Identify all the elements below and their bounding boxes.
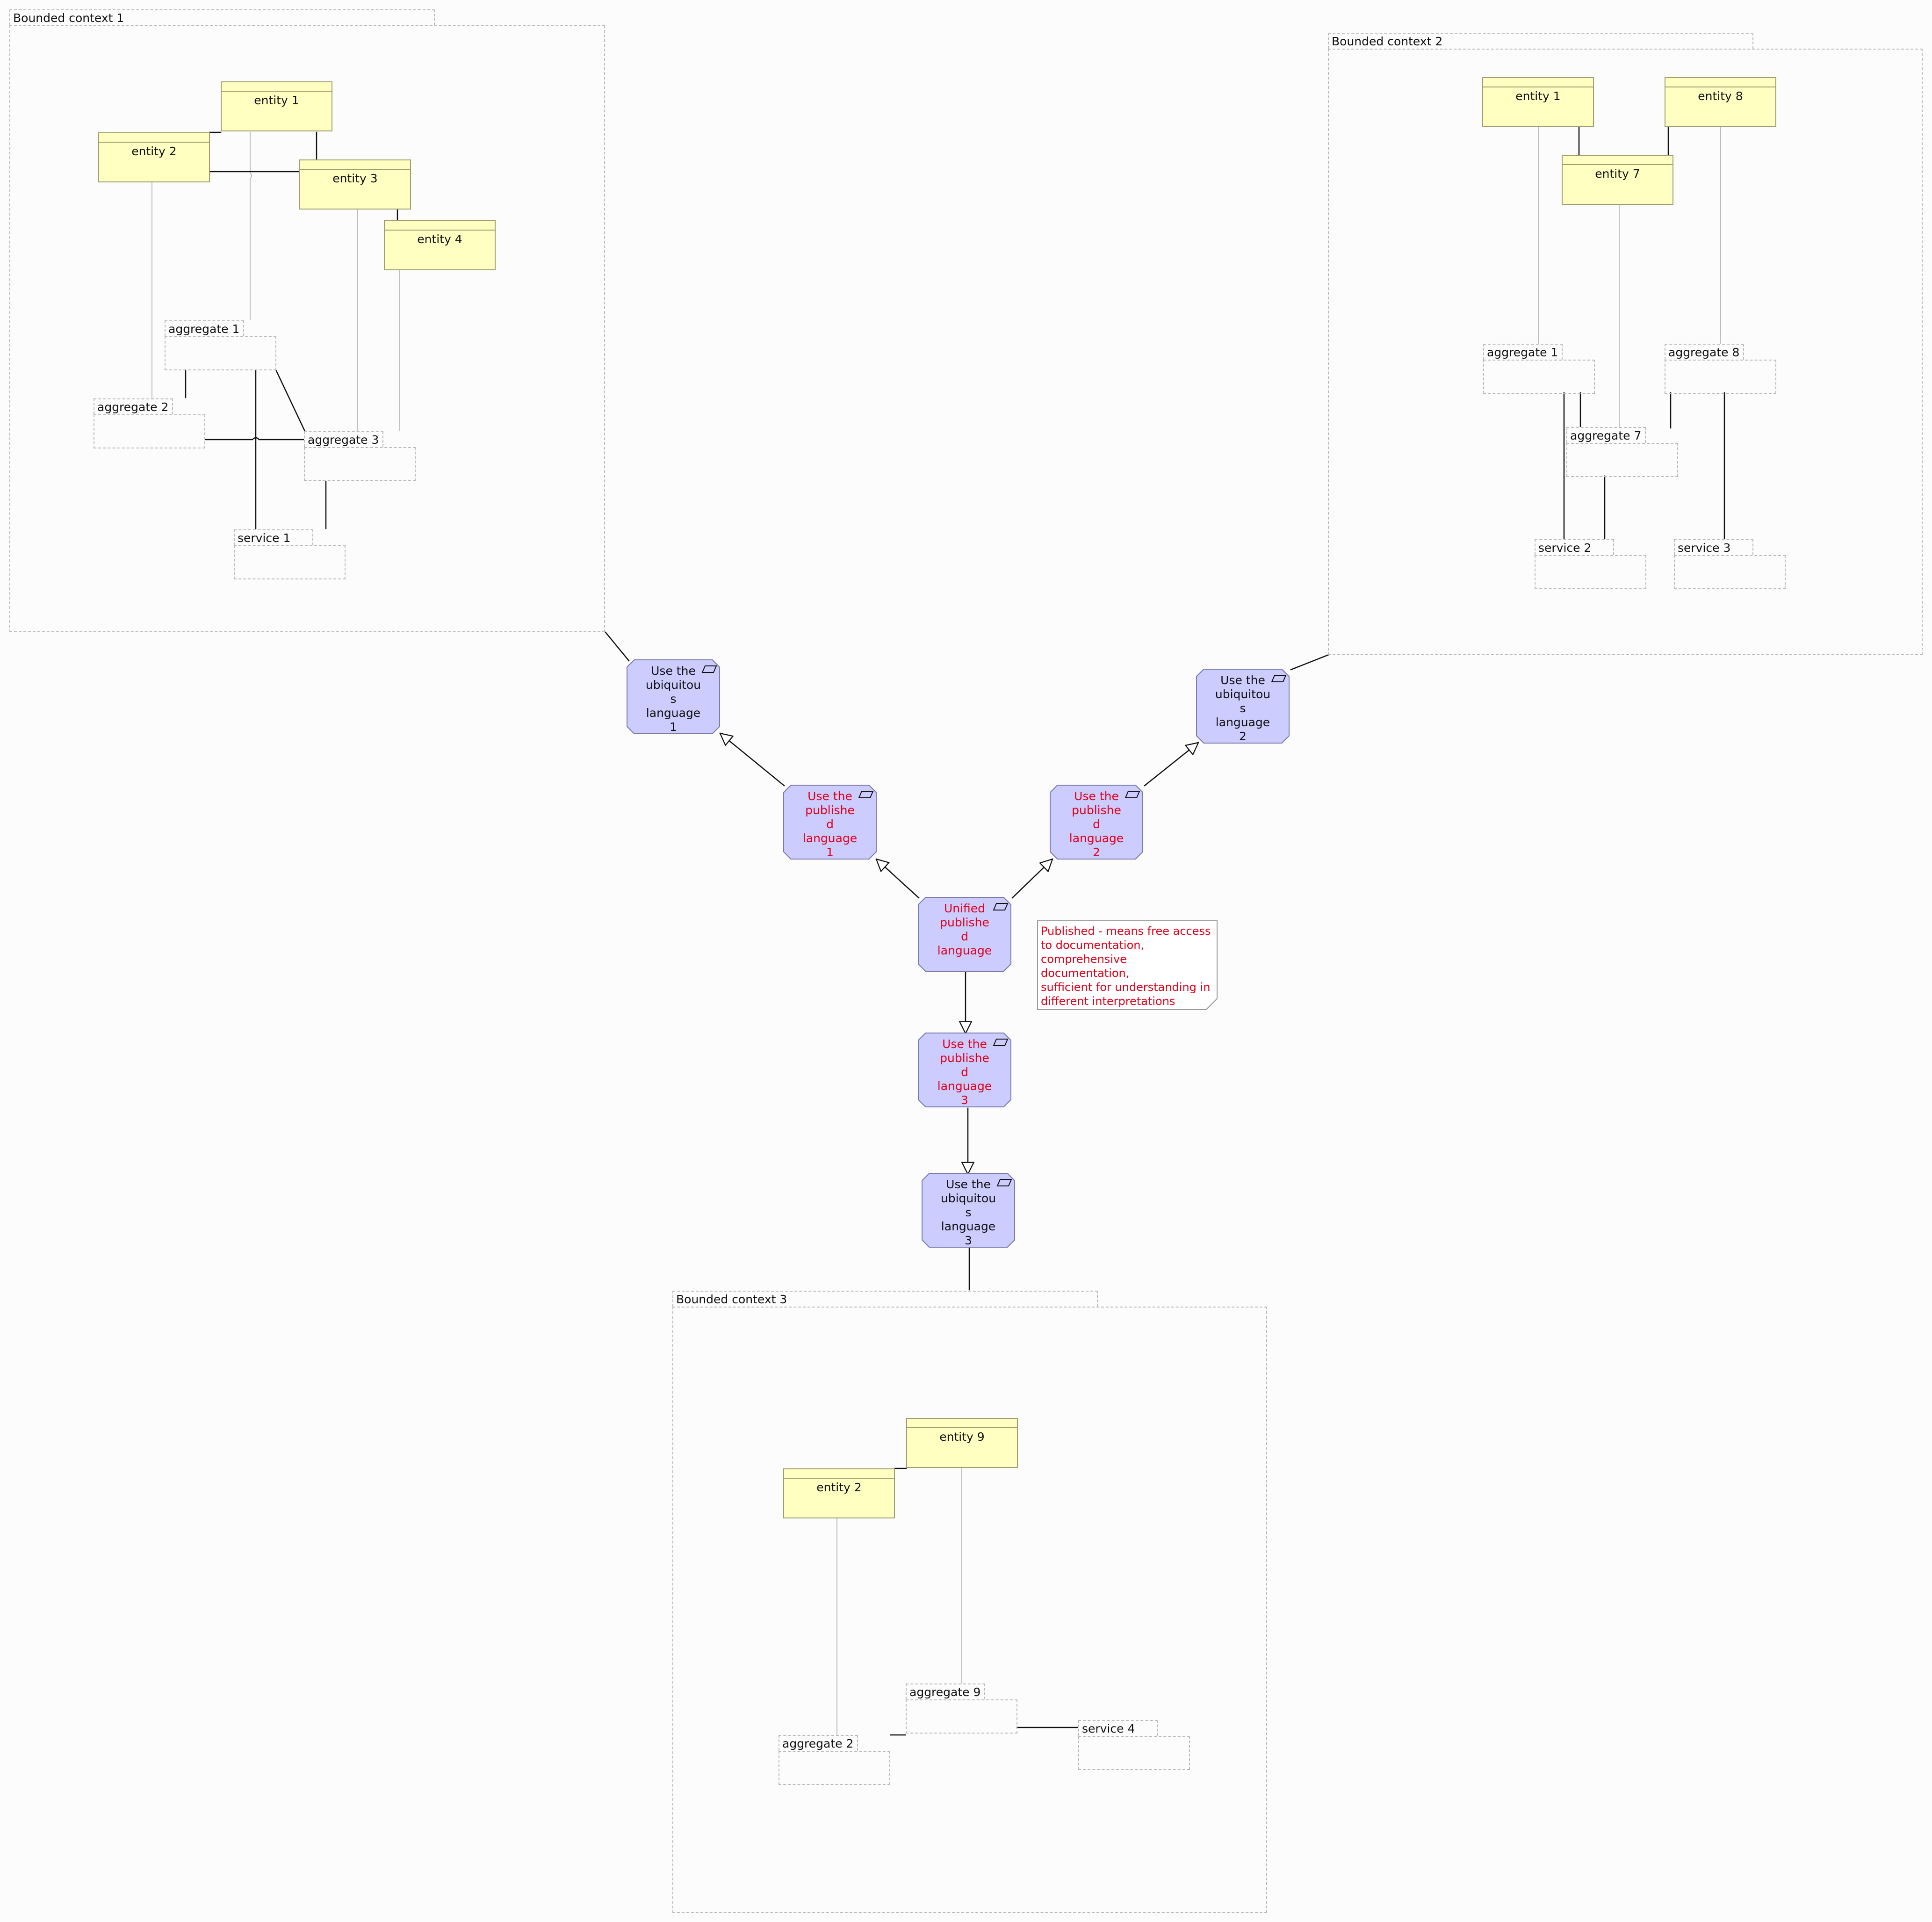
bc2-aggregate-1-tab: aggregate 1 — [1483, 344, 1563, 360]
published-language-1-node[interactable]: Use the publishe d language 1 — [783, 785, 877, 860]
entity-label: entity 8 — [1698, 89, 1743, 103]
bc1-entity-1[interactable]: entity 1 — [221, 81, 332, 131]
bc1-entity-3[interactable]: entity 3 — [299, 159, 411, 210]
bc1-service-1[interactable] — [234, 545, 346, 579]
bc3-aggregate-2-tab: aggregate 2 — [779, 1735, 858, 1751]
group-label: service 4 — [1082, 1722, 1135, 1735]
bc2-entity-8[interactable]: entity 8 — [1665, 77, 1776, 127]
context-boundary-1 — [9, 25, 605, 632]
group-label: aggregate 2 — [97, 400, 169, 414]
bc2-aggregate-7[interactable] — [1566, 443, 1678, 477]
bc2-aggregate-1[interactable] — [1483, 360, 1595, 394]
context-boundary-2 — [1328, 49, 1923, 655]
bc3-entity-2[interactable]: entity 2 — [783, 1468, 895, 1518]
context-boundary-3 — [672, 1307, 1267, 1913]
bc2-aggregate-7-tab: aggregate 7 — [1566, 427, 1646, 443]
bc2-entity-1[interactable]: entity 1 — [1482, 77, 1594, 127]
group-label: service 1 — [238, 531, 291, 545]
group-label: aggregate 3 — [308, 433, 379, 447]
node-label: Use the publishe d language 1 — [802, 789, 858, 859]
entity-label: entity 1 — [1515, 89, 1561, 103]
bc1-aggregate-1-tab: aggregate 1 — [165, 320, 244, 336]
bc2-entity-7[interactable]: entity 7 — [1562, 155, 1673, 205]
node-label: Unified publishe d language — [937, 902, 992, 957]
parallelogram-icon — [1125, 791, 1140, 798]
bc3-aggregate-2[interactable] — [779, 1751, 890, 1785]
context-tab-3: Bounded context 3 — [672, 1291, 1098, 1307]
bc3-aggregate-9[interactable] — [906, 1699, 1017, 1734]
parallelogram-icon — [701, 665, 717, 673]
bc2-service-2-tab: service 2 — [1535, 539, 1614, 555]
node-links — [605, 631, 1330, 1291]
ubiquitous-language-3-node[interactable]: Use the ubiquitou s language 3 — [922, 1173, 1015, 1248]
group-label: service 3 — [1678, 541, 1731, 555]
entity-label: entity 9 — [939, 1430, 985, 1444]
node-label: Use the ubiquitou s language 3 — [940, 1178, 996, 1247]
node-label: Use the ubiquitou s language 1 — [645, 664, 701, 734]
bc2-light-connectors — [1538, 127, 1721, 428]
note-text: Published - means free access to documen… — [1041, 925, 1211, 1008]
published-language-2-node[interactable]: Use the publishe d language 2 — [1050, 785, 1143, 860]
parallelogram-icon — [993, 903, 1009, 910]
entity-label: entity 2 — [816, 1481, 862, 1494]
parallelogram-icon — [858, 791, 874, 798]
bc1-entity-2[interactable]: entity 2 — [98, 132, 210, 182]
node-label: Use the ubiquitou s language 2 — [1215, 673, 1271, 743]
context-title-2: Bounded context 2 — [1332, 35, 1443, 48]
published-definition-note[interactable]: Published - means free access to documen… — [1037, 920, 1218, 1010]
bc3-service-4[interactable] — [1078, 1736, 1190, 1770]
bc1-dark-connectors — [185, 131, 398, 529]
group-label: aggregate 8 — [1668, 346, 1740, 359]
node-label: Use the publishe d language 2 — [1069, 789, 1124, 859]
context-tab-1: Bounded context 1 — [9, 9, 435, 25]
parallelogram-icon — [993, 1039, 1009, 1046]
bc3-aggregate-9-tab: aggregate 9 — [906, 1684, 985, 1699]
group-label: service 2 — [1538, 541, 1592, 555]
group-label: aggregate 9 — [909, 1685, 981, 1699]
bc2-service-2[interactable] — [1535, 555, 1646, 589]
node-label: Use the publishe d language 3 — [937, 1037, 992, 1107]
bc3-service-4-tab: service 4 — [1078, 1720, 1158, 1736]
bc1-aggregate-2-tab: aggregate 2 — [94, 398, 173, 414]
context-tab-2: Bounded context 2 — [1328, 33, 1753, 49]
group-label: aggregate 1 — [1487, 346, 1558, 359]
bc2-service-3[interactable] — [1674, 555, 1786, 589]
context-title-3: Bounded context 3 — [676, 1293, 787, 1306]
parallelogram-icon — [1271, 675, 1287, 682]
bc2-aggregate-8[interactable] — [1665, 360, 1776, 394]
bc1-aggregate-2[interactable] — [94, 414, 205, 448]
bc1-aggregate-3-tab: aggregate 3 — [304, 431, 383, 447]
bc1-aggregate-3[interactable] — [304, 447, 416, 481]
bc1-entity-4[interactable]: entity 4 — [384, 220, 496, 270]
published-language-3-node[interactable]: Use the publishe d language 3 — [918, 1033, 1011, 1107]
entity-label: entity 4 — [417, 232, 462, 246]
bc2-dark-connectors — [1563, 126, 1725, 540]
generalization-arrows — [720, 732, 1198, 1174]
parallelogram-icon — [996, 1179, 1012, 1186]
entity-label: entity 7 — [1595, 167, 1640, 181]
bc2-service-3-tab: service 3 — [1674, 539, 1753, 555]
bc1-aggregate-1[interactable] — [165, 336, 276, 370]
bc3-light-connectors — [836, 1468, 962, 1738]
entity-label: entity 2 — [131, 145, 177, 158]
unified-published-language-node[interactable]: Unified publishe d language — [918, 897, 1011, 972]
ubiquitous-language-2-node[interactable]: Use the ubiquitou s language 2 — [1196, 669, 1290, 744]
bc3-dark-connectors — [890, 1467, 1079, 1736]
group-label: aggregate 2 — [782, 1737, 854, 1750]
entity-label: entity 3 — [332, 172, 378, 185]
context-title-1: Bounded context 1 — [13, 11, 124, 25]
bc2-aggregate-8-tab: aggregate 8 — [1665, 344, 1744, 360]
group-label: aggregate 1 — [168, 322, 240, 336]
bc1-light-connectors — [151, 132, 400, 431]
bc1-service-1-tab: service 1 — [234, 529, 313, 545]
ubiquitous-language-1-node[interactable]: Use the ubiquitou s language 1 — [627, 659, 720, 734]
entity-label: entity 1 — [254, 94, 299, 107]
bc3-entity-9[interactable]: entity 9 — [906, 1418, 1018, 1468]
group-label: aggregate 7 — [1570, 429, 1642, 442]
